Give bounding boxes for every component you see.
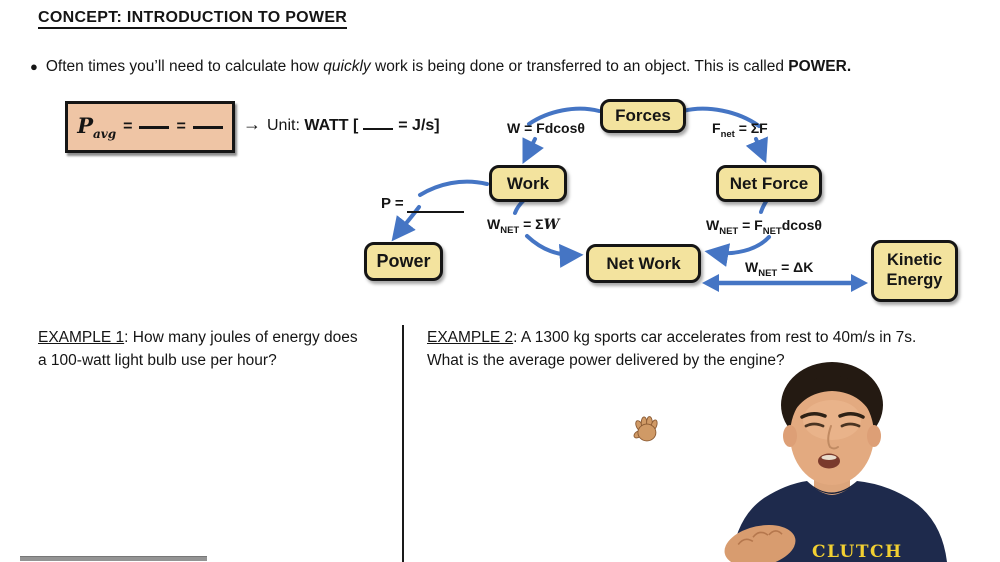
instructor-eyebrow-right <box>838 412 865 419</box>
arrow-netforce-to-network <box>704 235 771 267</box>
flowchart-box-net-force: Net Force <box>716 165 822 202</box>
instructor-eyebrow-left <box>800 412 827 419</box>
page-title: CONCEPT: INTRODUCTION TO POWER <box>38 9 348 29</box>
unit-note: →Unit: WATT [= J/s] <box>243 114 440 134</box>
unit-blank <box>363 115 394 130</box>
arrowhead-left-network <box>702 274 719 292</box>
edge-label-wnet-sum: WNET = ΣW <box>487 216 560 236</box>
flowchart-box-work: Work <box>489 165 567 202</box>
edge-label-w-fdcos: W = Fdcosθ <box>507 120 585 136</box>
instructor-eye-right <box>840 422 861 428</box>
hand-cursor-icon <box>633 416 658 442</box>
edge-label-wnet-fnet: WNET = FNETdcosθ <box>706 217 822 237</box>
edge-label-p-equals: P = <box>381 195 404 212</box>
intro-bullet: ●Often times you’ll need to calculate ho… <box>30 58 852 75</box>
instructor-fist <box>724 525 796 562</box>
shirt-collar <box>807 481 857 494</box>
p-avg-symbol: Pavg <box>77 112 117 142</box>
flowchart-box-net-work: Net Work <box>586 244 701 283</box>
edge-label-wnet-dk: WNET = ΔK <box>745 259 814 279</box>
instructor-photo: CLUTCH <box>724 362 947 562</box>
arrow-work-to-network <box>525 234 584 268</box>
line-work-to-p <box>418 179 489 197</box>
right-arrow-icon: → <box>243 114 261 134</box>
p-equals-blank <box>407 211 464 213</box>
arrowhead-forces-to-work <box>522 137 544 165</box>
power-formula-box: Pavg = = <box>65 101 235 153</box>
example-1: EXAMPLE 1: How many joules of energy doe… <box>38 329 358 370</box>
flowchart-box-kinetic-energy: Kinetic Energy <box>871 240 958 302</box>
bullet-icon: ● <box>30 59 38 74</box>
flowchart-box-forces: Forces <box>600 99 686 133</box>
arrowhead-right-kinetic <box>851 274 868 292</box>
formula-blank-2 <box>192 125 223 129</box>
instructor-nose <box>827 425 839 450</box>
arrowhead-forces-to-netforce <box>745 136 768 164</box>
instructor-eye-left <box>804 422 825 428</box>
edge-label-fnet: Fnet = ΣF <box>712 120 768 140</box>
examples-divider <box>402 325 404 562</box>
example-2: EXAMPLE 2: A 1300 kg sports car accelera… <box>427 329 917 370</box>
instructor-fringe <box>788 375 876 424</box>
shirt-logo-text: CLUTCH <box>812 542 903 562</box>
bottom-progress-line <box>20 556 207 561</box>
formula-blank-1 <box>139 125 170 129</box>
flowchart-box-power: Power <box>364 242 443 281</box>
